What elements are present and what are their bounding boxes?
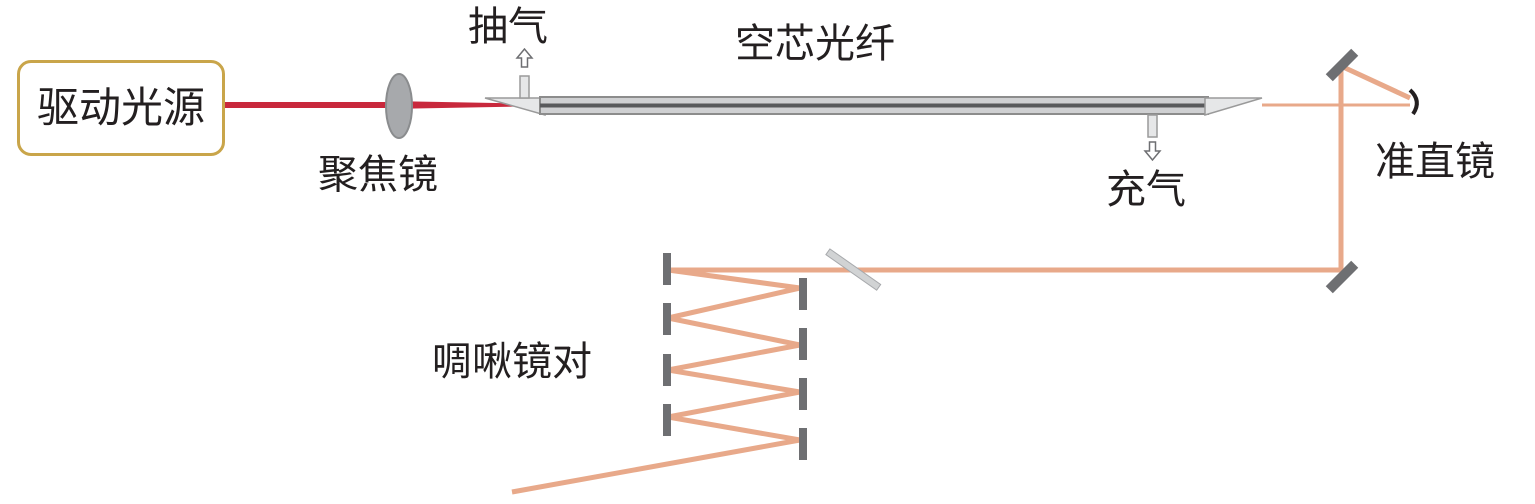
beam-splitter (825, 248, 882, 291)
source-box: 驱动光源 (17, 60, 225, 156)
fiber-output-window (1204, 97, 1263, 117)
chirped-mirrors-right (799, 278, 807, 460)
fold-mirror-top (1325, 48, 1359, 82)
focus-lens (385, 73, 413, 139)
chirped-mirrors-left (663, 253, 671, 436)
chirped-zigzag (511, 267, 808, 495)
fold-mirror-bottom (1325, 260, 1359, 294)
drive-beam-focus (388, 101, 545, 109)
gas-port (1147, 114, 1158, 138)
collimator-label: 准直镜 (1375, 139, 1495, 185)
pump-port (519, 75, 530, 99)
arrow-up-icon (515, 47, 534, 68)
output-beam (511, 62, 1412, 495)
collimator-mirror (1408, 88, 1419, 116)
fiber-label: 空芯光纤 (735, 21, 895, 67)
focus-lens-label: 聚焦镜 (318, 152, 438, 198)
source-label: 驱动光源 (36, 83, 205, 132)
chirped-mirrors-label: 啁啾镜对 (432, 339, 592, 385)
arrow-down-icon (1143, 141, 1162, 162)
pump-out-label: 抽气 (468, 4, 548, 50)
gas-in-label: 充气 (1106, 167, 1186, 213)
